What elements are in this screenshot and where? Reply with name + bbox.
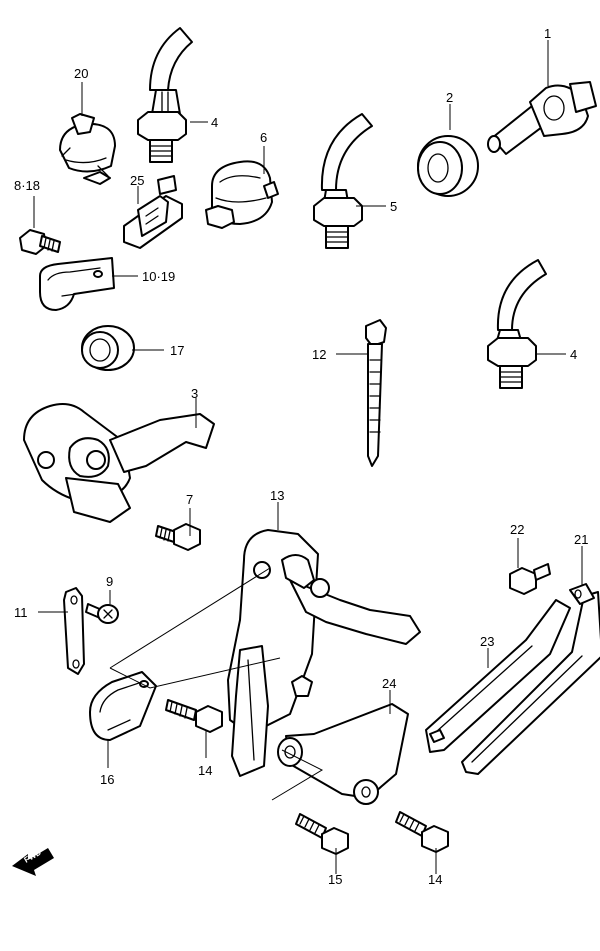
part-25-bracket <box>123 175 183 249</box>
callout-22: 22 <box>510 522 524 537</box>
part-13-bracket-assembly <box>227 529 421 777</box>
callout-17: 17 <box>170 343 184 358</box>
part-8-18-bolt <box>19 229 61 255</box>
part-16-clip <box>89 671 157 741</box>
part-10-19-clamp <box>39 257 115 311</box>
part-23-arm <box>425 599 571 753</box>
callout-14-left: 14 <box>198 763 212 778</box>
callout-labels: 1 2 3 4 4 5 6 7 8·18 9 10·19 11 12 13 14… <box>14 26 588 887</box>
callout-10-19: 10·19 <box>142 269 175 284</box>
part-6-switch <box>205 160 279 229</box>
fwd-arrow-icon: FWD <box>12 848 54 876</box>
part-1-connector <box>487 81 597 155</box>
part-5-sensor <box>313 113 373 249</box>
part-22-bolt <box>509 563 551 595</box>
part-21-arm <box>461 583 600 775</box>
callout-3: 3 <box>191 386 198 401</box>
callout-24: 24 <box>382 676 396 691</box>
callout-6: 6 <box>260 130 267 145</box>
callout-2: 2 <box>446 90 453 105</box>
part-17-grommet <box>81 325 135 371</box>
part-24-plate <box>277 703 409 805</box>
part-12-cable-tie <box>365 319 387 467</box>
callout-1: 1 <box>544 26 551 41</box>
callout-11: 11 <box>14 605 28 620</box>
callout-25: 25 <box>130 173 144 188</box>
callout-21: 21 <box>574 532 588 547</box>
callout-5: 5 <box>390 199 397 214</box>
part-4-sensor-top <box>137 27 193 163</box>
callout-9: 9 <box>106 574 113 589</box>
part-14-bolt-right <box>395 811 449 853</box>
callout-13: 13 <box>270 488 284 503</box>
part-20-clip <box>59 113 116 185</box>
callout-15: 15 <box>328 872 342 887</box>
callout-16: 16 <box>100 772 114 787</box>
part-3-lever <box>23 403 215 523</box>
callout-4-top: 4 <box>211 115 218 130</box>
callout-20: 20 <box>74 66 88 81</box>
callout-4-right: 4 <box>570 347 577 362</box>
leader-lines <box>33 40 583 874</box>
callout-23: 23 <box>480 634 494 649</box>
part-7-bolt <box>155 523 201 551</box>
part-9-screw <box>85 603 119 624</box>
part-11-strap <box>63 587 85 675</box>
callout-7: 7 <box>186 492 193 507</box>
part-15-bolt <box>295 813 349 855</box>
callout-12: 12 <box>312 347 326 362</box>
callout-14-right: 14 <box>428 872 442 887</box>
part-14-bolt-left <box>165 699 223 733</box>
part-2-grommet <box>417 135 479 197</box>
part-4-sensor-right <box>487 259 547 389</box>
callout-8-18: 8·18 <box>14 178 40 193</box>
